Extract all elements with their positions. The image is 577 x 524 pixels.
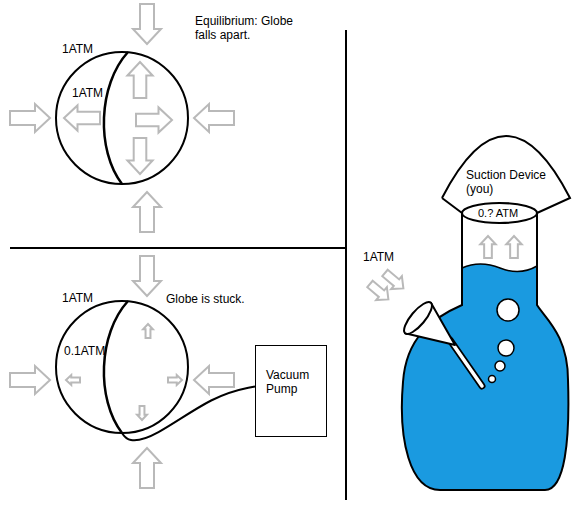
status-note: Globe is stuck. [166,292,245,306]
pressure-label: 0.? ATM [478,206,518,220]
pressure-arrow [133,4,161,44]
pressure-arrow [66,375,80,385]
globe-seam [104,301,128,433]
tube-mouth [462,203,537,223]
pressure-arrow [194,104,234,132]
pressure-arrow [127,62,152,98]
pressure-arrow [137,406,147,420]
node-text: 0.1ATM [64,344,105,358]
flow-arrow [506,236,521,258]
node-text: 1ATM [72,86,103,100]
bubble [497,299,519,321]
globe-outline [56,52,188,184]
downstem [450,340,482,386]
pressure-arrow [10,104,50,132]
bubble [489,376,496,383]
mouth-outline [442,136,570,213]
divider-line [345,30,347,500]
downstem [450,340,482,386]
pressure-arrow [127,138,152,174]
title-note: Equilibrium: Globe falls apart. [195,14,307,42]
globe-seam [104,52,128,184]
pressure-arrow [194,366,234,394]
bubble [495,361,505,371]
water [402,264,569,490]
globe: 1ATM [56,52,188,184]
flow-arrow [480,236,495,258]
air-arrow [380,267,409,295]
pressure-label: 1ATM [62,42,93,56]
bowl-opening [400,298,436,338]
pressure-arrow [10,366,50,394]
pump-box: Vacuum Pump [255,345,327,437]
globe-circle [56,301,188,433]
suction-device: Suction Device (you) [440,126,572,218]
divider-line [10,247,346,249]
pressure-arrow [168,375,182,385]
pressure-arrow [143,324,153,338]
globe: 0.1ATM [56,301,188,433]
pressure-arrow [64,105,100,130]
globe-circle [56,52,188,184]
pressure-arrow [133,192,161,232]
pressure-label: 1ATM [363,250,394,264]
pressure-arrow [133,256,161,296]
globe-outline [56,301,188,433]
bubble [498,340,514,356]
vacuum-hose [122,386,255,440]
pressure-arrow [133,448,161,488]
pressure-label: 1ATM [62,291,93,305]
node-text: Vacuum Pump [266,368,320,396]
pressure-arrow [136,107,172,132]
water-surface [462,264,537,272]
flask-outline [402,213,569,490]
node-text: Suction Device (you) [466,168,550,196]
